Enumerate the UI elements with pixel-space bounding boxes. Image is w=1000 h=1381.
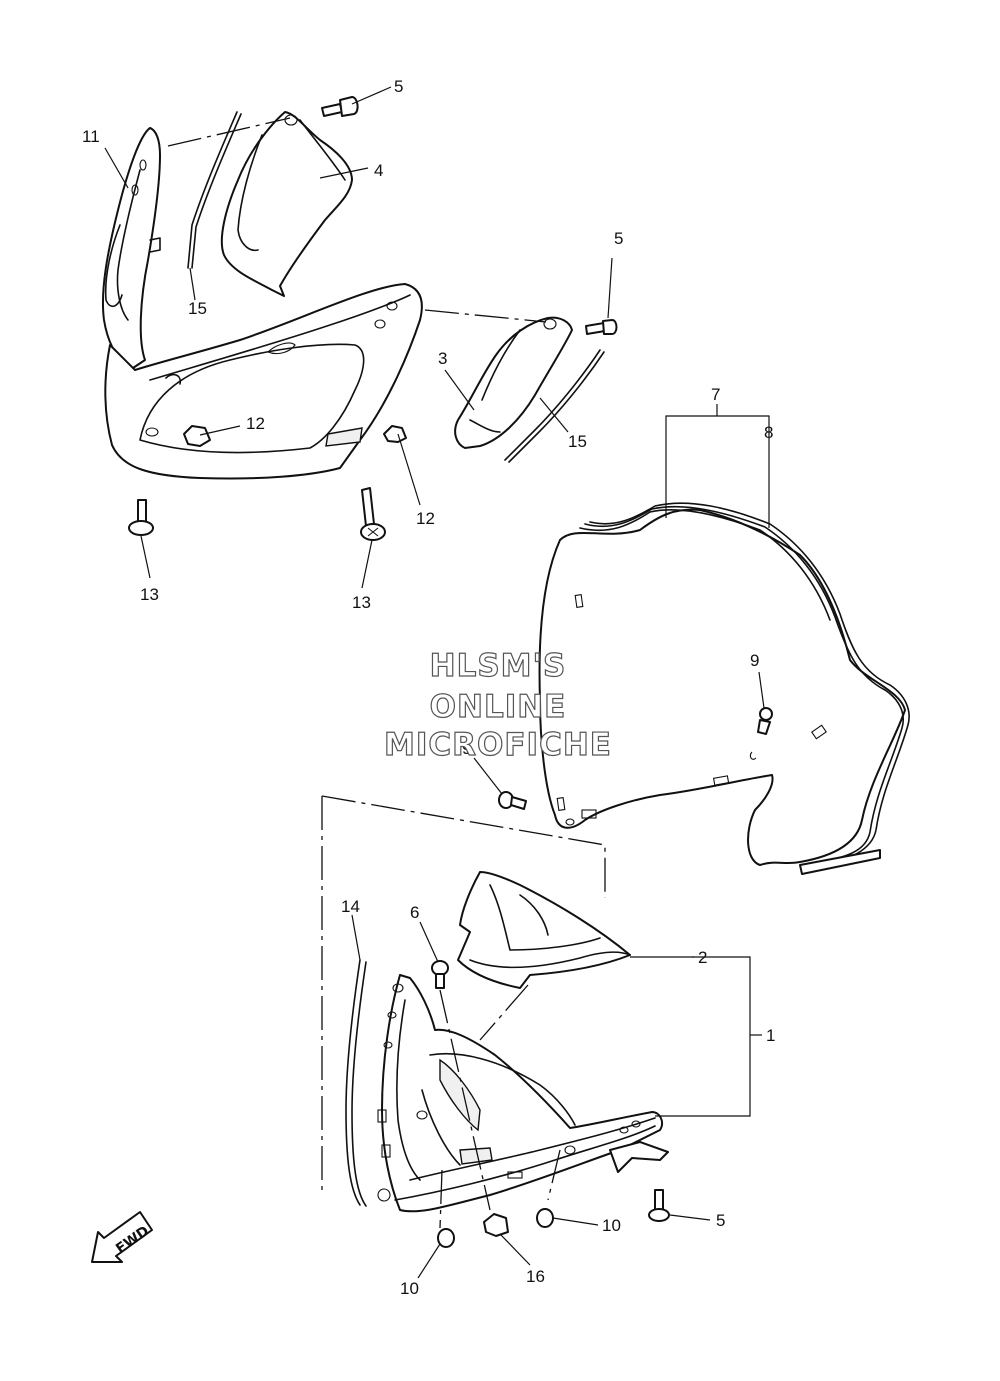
side-cowling	[104, 283, 423, 480]
callout-14: 14	[341, 897, 360, 916]
callout-5-mid: 5	[614, 229, 623, 248]
callout-6: 6	[410, 903, 419, 922]
callout-12-left: 12	[246, 414, 265, 433]
callout-4: 4	[374, 161, 383, 180]
inner-cover-2	[457, 871, 631, 989]
bolt-13-right	[360, 487, 386, 541]
screw-5-mid	[585, 319, 618, 335]
callout-10-left: 10	[400, 1279, 419, 1298]
screw-9-left	[498, 791, 527, 810]
windshield-8	[538, 502, 910, 875]
assembly-lines	[167, 117, 606, 1229]
callout-9-left: 9	[462, 739, 471, 758]
inner-panel-11	[101, 127, 161, 371]
nut-12-right	[325, 425, 407, 447]
callout-2: 2	[698, 948, 707, 967]
screw-5-top	[321, 96, 359, 117]
seal-strip-15-mid	[504, 349, 605, 463]
bolt-5-lower	[648, 1189, 670, 1222]
callout-15-mid: 15	[568, 432, 587, 451]
callout-7: 7	[711, 385, 720, 404]
air-duct-4	[220, 111, 353, 297]
callout-10-right: 10	[602, 1216, 621, 1235]
watermark-line-2: ONLINE	[430, 689, 567, 725]
callout-labels: 11 5 4 15 5 3 15 12 12 13 13 7 8 9 9 14 …	[82, 77, 775, 1298]
screw-9-right	[749, 707, 773, 760]
callout-11: 11	[82, 127, 100, 146]
collar-10-left	[437, 1228, 455, 1248]
nut-16	[483, 1213, 509, 1237]
callout-8: 8	[764, 423, 773, 442]
callout-12-right: 12	[416, 509, 435, 528]
screw-6	[431, 960, 449, 989]
seal-strip-15-upper	[187, 111, 242, 269]
air-duct-3	[454, 316, 573, 449]
watermark-line-1: HLSM'S	[430, 648, 567, 684]
watermark: HLSM'S ONLINE MICROFICHE	[383, 647, 612, 763]
callout-5-top: 5	[394, 77, 403, 96]
callout-13-left: 13	[140, 585, 159, 604]
watermark-line-3: MICROFICHE	[384, 727, 612, 763]
trim-strip-14	[345, 959, 367, 1207]
callout-5-lower: 5	[716, 1211, 725, 1230]
nut-12-left	[183, 425, 211, 447]
bolt-13-left	[128, 499, 154, 536]
callout-15-upper: 15	[188, 299, 207, 318]
callout-1: 1	[766, 1026, 775, 1045]
collar-10-right	[536, 1208, 554, 1228]
callout-3: 3	[438, 349, 447, 368]
callout-16: 16	[526, 1267, 545, 1286]
callout-9-right: 9	[750, 651, 759, 670]
front-cowling-1	[377, 974, 669, 1213]
leader-lines	[104, 86, 770, 1279]
forward-direction-arrow: FWD	[91, 1211, 153, 1263]
callout-13-right: 13	[352, 593, 371, 612]
